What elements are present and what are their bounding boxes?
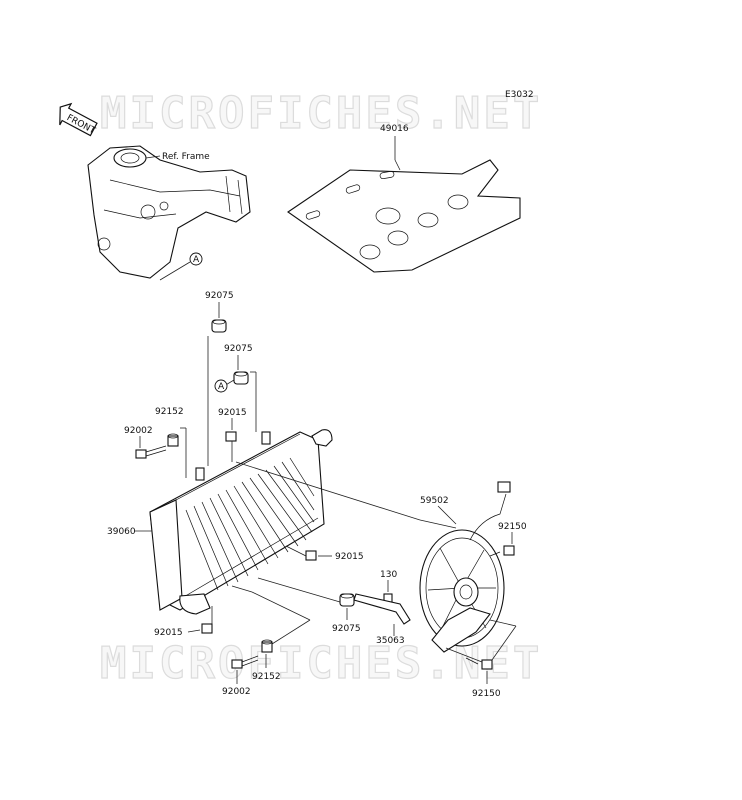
- marker-a-label: A: [193, 255, 200, 265]
- part-39060-radiator: [149, 429, 333, 615]
- part-92015-nut-bottom: [201, 623, 213, 634]
- diagram-code: E3032: [505, 90, 534, 100]
- radiator-mount-right: [261, 431, 271, 445]
- label-92015-bottom: 92015: [154, 628, 183, 638]
- label-39060: 39060: [107, 527, 136, 537]
- steering-head-tube: [113, 148, 147, 168]
- label-92150-bottom: 92150: [472, 689, 501, 699]
- marker-a-icon: [189, 252, 203, 266]
- fan-bracket: [431, 607, 491, 653]
- label-92015-right: 92015: [335, 552, 364, 562]
- part-92152-collar-top: [167, 433, 179, 447]
- part-92015-nut-right: [305, 550, 317, 561]
- part-35063-stay: [353, 593, 411, 625]
- fan-connector: [497, 481, 511, 493]
- part-49016-plate: [287, 159, 521, 273]
- part-92002-bolt-top: [135, 445, 167, 459]
- label-92152-bottom: 92152: [252, 672, 281, 682]
- part-92075-grommet-top: [211, 319, 227, 333]
- part-92150-bolt-top: [489, 545, 515, 557]
- label-92150-top: 92150: [498, 522, 527, 532]
- radiator-lower-pipe: [179, 593, 211, 615]
- front-arrow-icon: FRONT: [59, 102, 98, 137]
- label-92075-mid: 92075: [224, 344, 253, 354]
- label-59502: 59502: [420, 496, 449, 506]
- marker-a-icon-2: [214, 379, 228, 393]
- radiator-mount-left: [195, 467, 205, 481]
- radiator-core-fins: [185, 457, 315, 591]
- label-130: 130: [380, 570, 397, 580]
- part-92075-grommet-mid: [233, 371, 249, 385]
- label-35063: 35063: [376, 636, 405, 646]
- frame-reference-drawing: [87, 145, 251, 279]
- ref-frame-label: Ref. Frame: [162, 152, 210, 162]
- part-92002-bolt-bottom: [231, 655, 259, 669]
- part-92015-nut-top: [225, 431, 237, 442]
- part-92152-collar-bottom: [261, 639, 273, 653]
- label-92002-top: 92002: [124, 426, 153, 436]
- label-92015-top: 92015: [218, 408, 247, 418]
- label-92075-bottom: 92075: [332, 624, 361, 634]
- label-92152-top: 92152: [155, 407, 184, 417]
- watermark-top: MICROFICHES.NET: [100, 88, 542, 139]
- label-49016: 49016: [380, 124, 409, 134]
- part-59502-fan: [419, 481, 511, 653]
- part-92075-grommet-bottom: [339, 593, 355, 607]
- radiator-upper-pipe: [311, 429, 333, 447]
- part-92150-bolt-bottom: [465, 657, 493, 670]
- label-92002-bottom: 92002: [222, 687, 251, 697]
- marker-a-label-2: A: [218, 382, 225, 392]
- label-92075-top: 92075: [205, 291, 234, 301]
- watermark-bottom: MICROFICHES.NET: [100, 638, 542, 689]
